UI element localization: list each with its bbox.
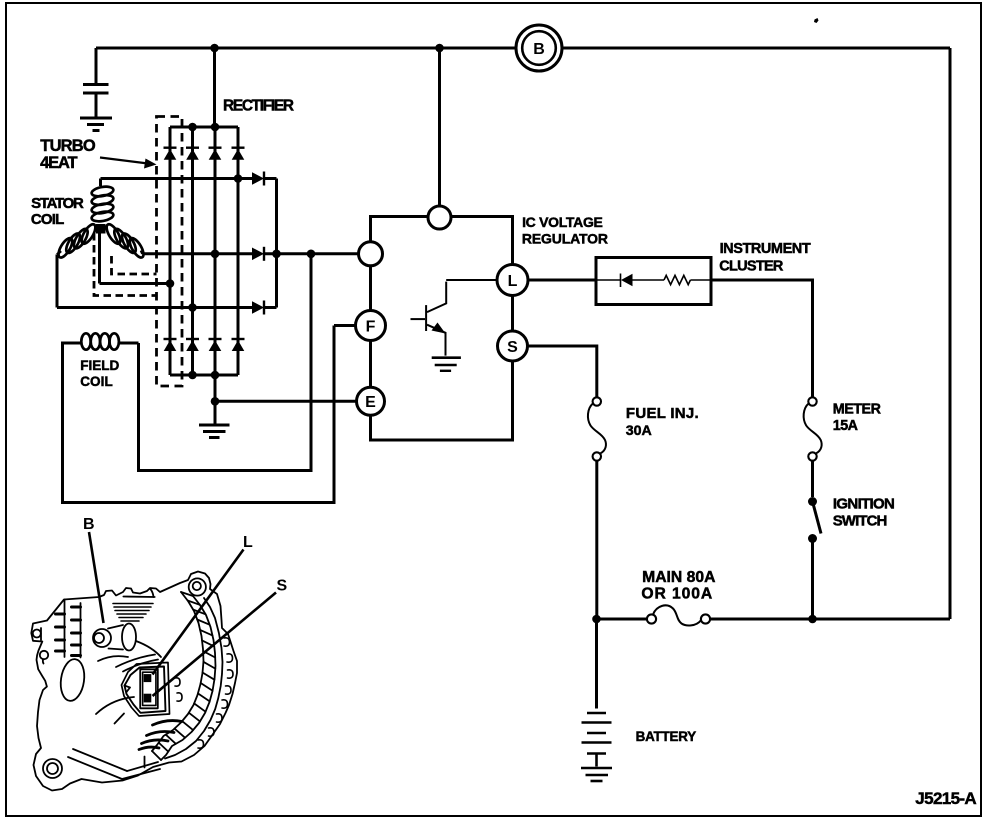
svg-text:F: F (366, 319, 376, 336)
svg-text:15A: 15A (833, 418, 858, 434)
svg-text:FIELD: FIELD (80, 358, 119, 373)
svg-text:STATOR: STATOR (31, 195, 84, 212)
svg-text:OR 100A: OR 100A (641, 586, 712, 603)
svg-text:B: B (83, 516, 95, 533)
svg-text:COIL: COIL (31, 211, 64, 228)
svg-text:FUEL INJ.: FUEL INJ. (626, 405, 699, 422)
svg-text:E: E (365, 394, 376, 411)
svg-text:S: S (277, 578, 288, 595)
svg-text:IGNITION: IGNITION (833, 495, 895, 512)
svg-text:TURBO: TURBO (40, 137, 96, 155)
svg-text:30A: 30A (626, 423, 652, 439)
svg-text:REGULATOR: REGULATOR (522, 231, 608, 247)
svg-text:IC VOLTAGE: IC VOLTAGE (522, 214, 603, 230)
svg-text:J5215-A: J5215-A (915, 789, 976, 808)
svg-text:S: S (507, 339, 518, 356)
svg-text:L: L (508, 273, 518, 290)
svg-text:MAIN 80A: MAIN 80A (642, 569, 715, 586)
svg-text:CLUSTER: CLUSTER (719, 259, 784, 275)
svg-text:RECTIFIER: RECTIFIER (223, 97, 294, 114)
svg-text:METER: METER (833, 401, 882, 417)
svg-text:SWITCH: SWITCH (833, 512, 888, 529)
svg-text:L: L (243, 534, 253, 551)
svg-text:COIL: COIL (80, 374, 113, 389)
svg-text:INSTRUMENT: INSTRUMENT (720, 241, 811, 257)
svg-text:4EAT: 4EAT (40, 154, 78, 172)
svg-text:BATTERY: BATTERY (636, 729, 697, 744)
svg-text:B: B (533, 41, 545, 58)
